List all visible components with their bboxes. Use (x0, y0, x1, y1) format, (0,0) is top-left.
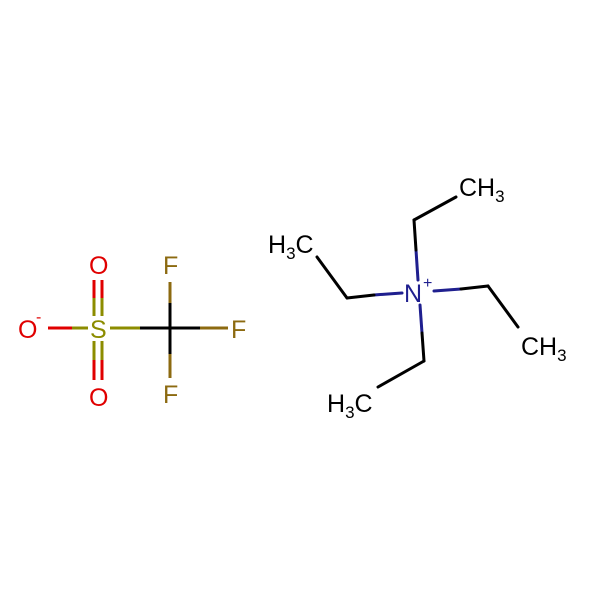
bond-n-c-up-carbon (412, 218, 418, 252)
methyl-bottom-left-h: H (327, 390, 345, 418)
methyl-right-main: CH (521, 333, 557, 361)
methyl-bottom-left: H3C (327, 390, 373, 422)
bond-c-ch3-top-left (315, 255, 349, 300)
atom-f-bottom: F (163, 381, 178, 409)
methyl-top-right: CH3 (459, 174, 505, 206)
atom-o-top: O (89, 252, 108, 280)
atom-f-right: F (231, 316, 246, 344)
methyl-right-sub: 3 (557, 346, 566, 365)
bond-n-c-down-nitrogen (418, 303, 424, 335)
methyl-bottom-left-c: C (355, 390, 373, 418)
bond-n-c-right-nitrogen (432, 287, 463, 293)
cation-labels: N + CH3 H3C CH3 H3C (268, 174, 567, 422)
atom-o-minus: O (18, 316, 37, 344)
charge-plus: + (423, 275, 432, 292)
methyl-top-left: H3C (268, 231, 314, 263)
bond-c-ch3-right (486, 284, 520, 329)
bond-n-c-right-carbon (459, 284, 490, 291)
bond-c-ch3-top-right (412, 195, 458, 222)
methyl-top-right-sub: 3 (495, 187, 504, 206)
bond-n-c-left-nitrogen (372, 291, 404, 297)
methyl-right: CH3 (521, 333, 567, 365)
anion-bonds (48, 280, 228, 380)
bond-n-c-down-carbon (420, 331, 426, 363)
bond-n-c-up-nitrogen (414, 248, 420, 282)
methyl-top-left-c: C (296, 231, 314, 259)
methyl-top-left-sub: 3 (286, 244, 295, 263)
atom-n: N (404, 280, 422, 308)
charge-minus: - (36, 309, 41, 326)
cation-bonds (315, 195, 520, 389)
methyl-top-right-main: CH (459, 174, 495, 202)
anion-labels: O - O S O F F F (18, 252, 246, 412)
atom-s: S (90, 316, 107, 344)
methyl-bottom-left-sub: 3 (345, 403, 354, 422)
bond-c-ch3-bottom-left (376, 359, 426, 389)
bond-n-c-left-carbon (345, 293, 376, 300)
atom-o-bottom: O (89, 384, 108, 412)
methyl-top-left-h: H (268, 231, 286, 259)
atom-f-top: F (163, 252, 178, 280)
